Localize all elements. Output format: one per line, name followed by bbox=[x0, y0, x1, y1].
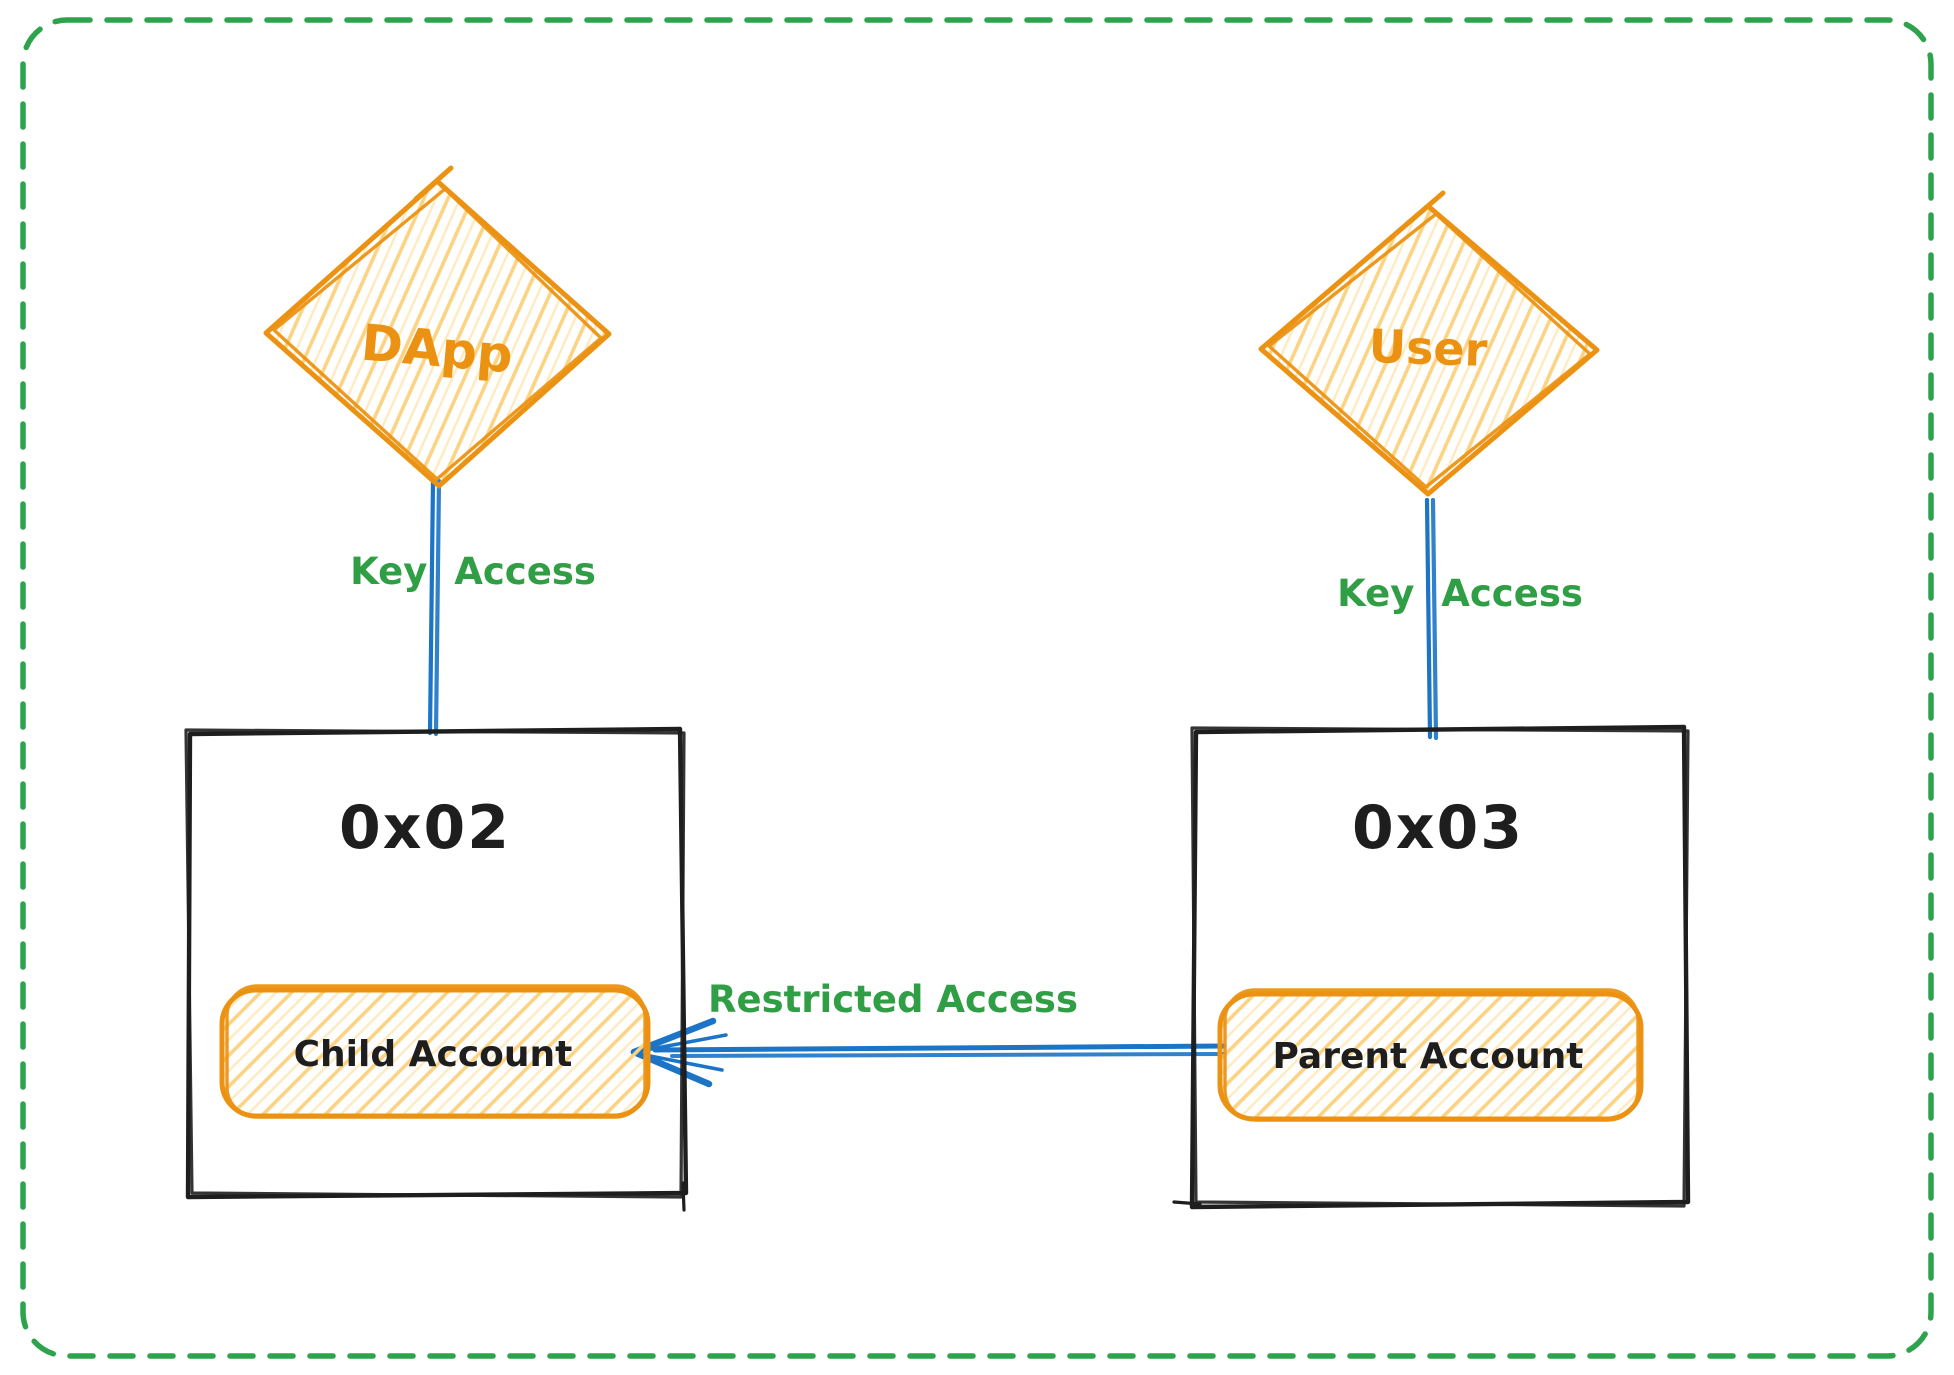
key-access-label-dapp: Key Access bbox=[350, 550, 596, 593]
user-label: User bbox=[1368, 319, 1489, 377]
account-box-0x03[interactable]: 0x03 Parent Account bbox=[1172, 724, 1691, 1210]
canvas-dashed-border bbox=[20, 17, 1934, 1359]
user-node[interactable]: User bbox=[1258, 190, 1600, 497]
restricted-access-label: Restricted Access bbox=[708, 978, 1078, 1021]
parent-account-pill[interactable]: Parent Account bbox=[1217, 988, 1644, 1122]
dapp-node[interactable]: DApp bbox=[263, 165, 612, 489]
account-0x02-label: 0x02 bbox=[339, 793, 511, 863]
account-0x03-label: 0x03 bbox=[1352, 793, 1524, 863]
key-access-edge-dapp[interactable] bbox=[427, 478, 442, 737]
restricted-access-arrow[interactable] bbox=[630, 1017, 1227, 1088]
child-account-label: Child Account bbox=[294, 1034, 573, 1075]
key-access-label-user: Key Access bbox=[1337, 572, 1583, 615]
key-access-edge-user[interactable] bbox=[1424, 497, 1439, 741]
account-box-0x02[interactable]: 0x02 Child Account bbox=[184, 726, 689, 1212]
child-account-pill[interactable]: Child Account bbox=[219, 984, 651, 1119]
dapp-label: DApp bbox=[359, 313, 515, 384]
parent-account-label: Parent Account bbox=[1273, 1036, 1584, 1077]
